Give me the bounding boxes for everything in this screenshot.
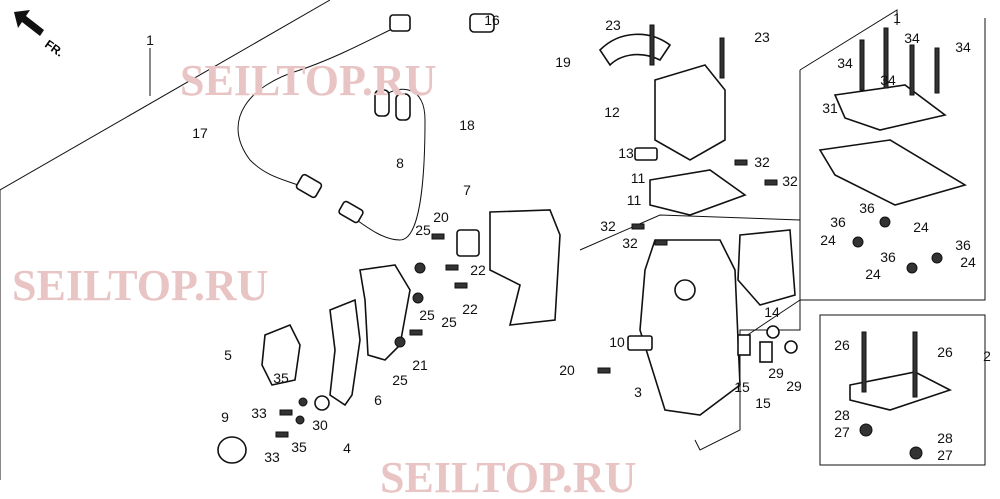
callout-25: 25 (415, 222, 431, 238)
callout-15: 15 (734, 379, 750, 395)
callout-32: 32 (622, 235, 638, 251)
callout-33: 33 (251, 405, 267, 421)
wire-harness (237, 14, 426, 241)
callout-30: 30 (312, 417, 328, 433)
callout-1: 1 (146, 32, 154, 48)
callout-29: 29 (786, 378, 802, 394)
callout-36: 36 (830, 214, 846, 230)
left-parts (217, 13, 495, 464)
callout-3: 3 (634, 384, 642, 400)
callout-17: 17 (192, 125, 208, 141)
callout-11: 11 (631, 170, 646, 186)
callout-34: 34 (837, 55, 853, 71)
callout-27: 27 (834, 424, 850, 440)
callout-29: 29 (768, 365, 784, 381)
callout-23: 23 (754, 29, 770, 45)
callout-10: 10 (609, 334, 625, 350)
callout-25: 25 (392, 372, 408, 388)
watermark: SEILTOP.RU (380, 453, 636, 499)
callout-25: 25 (419, 307, 435, 323)
callout-20: 20 (559, 362, 575, 378)
callout-18: 18 (459, 117, 475, 133)
callout-33: 33 (264, 449, 280, 465)
callout-23: 23 (605, 17, 621, 33)
callout-35: 35 (291, 439, 307, 455)
callout-28: 28 (834, 407, 850, 423)
callout-12: 12 (604, 104, 620, 120)
callout-22: 22 (462, 301, 478, 317)
callout-28: 28 (937, 430, 953, 446)
watermark: SEILTOP.RU (12, 261, 268, 310)
callout-36: 36 (880, 249, 896, 265)
callout-24: 24 (865, 266, 881, 282)
callout-31: 31 (822, 100, 838, 116)
callout-8: 8 (396, 155, 404, 171)
callout-34: 34 (880, 72, 896, 88)
watermark: SEILTOP.RU (180, 56, 436, 105)
callout-36: 36 (859, 200, 875, 216)
callout-15: 15 (755, 395, 771, 411)
callout-1: 1 (893, 10, 901, 26)
callout-7: 7 (463, 182, 471, 198)
callout-2: 2 (983, 348, 991, 364)
callout-32: 32 (754, 154, 770, 170)
callout-6: 6 (374, 392, 382, 408)
callout-22: 22 (470, 262, 486, 278)
callout-36: 36 (955, 237, 971, 253)
right-parts (818, 27, 967, 460)
callout-24: 24 (913, 219, 929, 235)
callout-11: 11 (627, 192, 642, 208)
callout-32: 32 (600, 218, 616, 234)
callout-26: 26 (834, 337, 850, 353)
front-arrow-icon: FR. (14, 10, 66, 60)
callout-21: 21 (412, 357, 428, 373)
callout-24: 24 (960, 254, 976, 270)
callout-16: 16 (484, 12, 500, 28)
callout-32: 32 (782, 173, 798, 189)
callout-9: 9 (221, 409, 229, 425)
callout-14: 14 (764, 304, 780, 320)
main-body (489, 24, 798, 416)
callout-19: 19 (555, 54, 571, 70)
callout-34: 34 (904, 30, 920, 46)
callout-35: 35 (273, 370, 289, 386)
callout-27: 27 (937, 447, 953, 463)
callout-25: 25 (441, 314, 457, 330)
callout-5: 5 (224, 347, 232, 363)
watermarks: SEILTOP.RU SEILTOP.RU SEILTOP.RU (12, 56, 636, 499)
callout-20: 20 (433, 209, 449, 225)
callout-26: 26 (937, 344, 953, 360)
callout-34: 34 (955, 39, 971, 55)
callout-4: 4 (343, 440, 351, 456)
callout-24: 24 (820, 232, 836, 248)
front-label: FR. (42, 37, 66, 60)
callout-13: 13 (618, 145, 634, 161)
